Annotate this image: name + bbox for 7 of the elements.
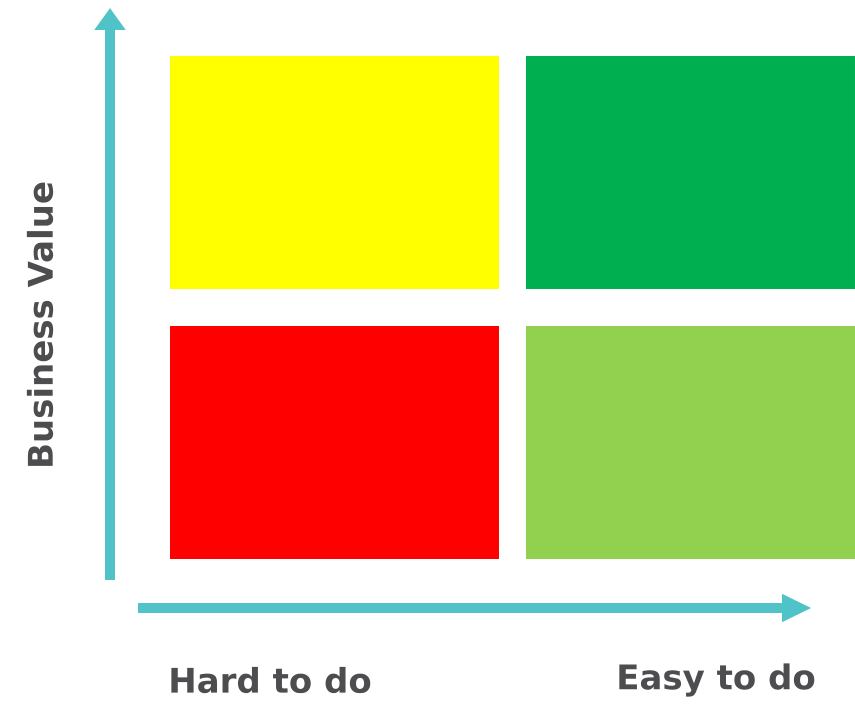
- quadrant-box: [526, 56, 855, 289]
- quadrant-box: [170, 326, 499, 559]
- axis-label: Business Value: [26, 182, 54, 466]
- quadrant-box: [526, 326, 855, 559]
- axis-label: Easy to do: [619, 663, 814, 697]
- quadrant-box: [170, 56, 499, 289]
- axis-label: Hard to do: [171, 666, 370, 694]
